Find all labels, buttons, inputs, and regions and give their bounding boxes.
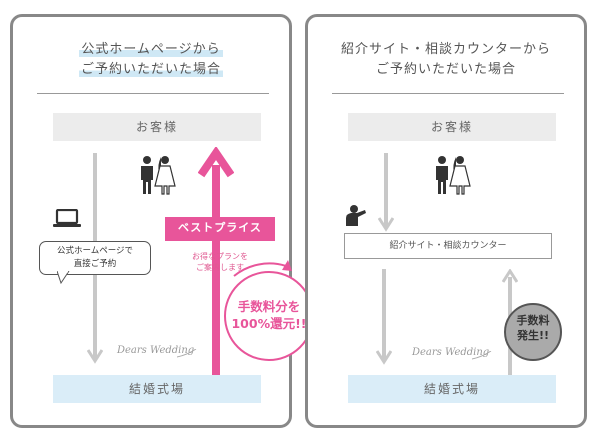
- refund-line1: 手数料分を: [237, 299, 301, 314]
- best-price-up-arrow: [198, 147, 234, 397]
- refund-text: 手数料分を 100%還元!!: [224, 298, 314, 332]
- left-divider: [37, 93, 269, 94]
- refund-line2: 100%還元!!: [231, 316, 307, 331]
- right-divider: [332, 93, 564, 94]
- right-customer-box: お客様: [348, 113, 556, 141]
- right-venue-box: 結婚式場: [348, 375, 556, 403]
- referral-counter-box: 紹介サイト・相談カウンター: [344, 233, 552, 259]
- left-venue-box: 結婚式場: [53, 375, 261, 403]
- direct-booking-panel: 公式ホームページから ご予約いただいた場合 お客様 公式ホームページで 直接ご予…: [10, 14, 292, 428]
- right-title-line1: 紹介サイト・相談カウンターから: [340, 42, 551, 57]
- note-line2: ご案内します: [196, 263, 244, 272]
- dears-wedding-logo: Dears Wedding: [412, 347, 490, 358]
- bubble-line2: 直接ご予約: [73, 259, 117, 269]
- best-price-label: ベストプライス: [165, 217, 275, 241]
- left-title-line2: ご予約いただいた場合: [78, 62, 223, 77]
- fee-line2: 発生!!: [516, 329, 550, 342]
- direct-booking-bubble: 公式ホームページで 直接ご予約: [39, 241, 151, 275]
- left-customer-box: お客様: [53, 113, 261, 141]
- circular-arrow-icon: [233, 262, 287, 277]
- right-down-arrow-lower: [376, 269, 392, 365]
- right-title-line2: ご予約いただいた場合: [375, 62, 516, 77]
- fee-text: 手数料 発生!!: [504, 313, 562, 343]
- note-line1: お得なプランを: [192, 252, 248, 261]
- referral-booking-panel: 紹介サイト・相談カウンターから ご予約いただいた場合 お客様 紹介サイト・相談カ…: [305, 14, 587, 428]
- fee-circle: [504, 303, 562, 361]
- couple-icon: [436, 156, 471, 195]
- right-down-arrow-upper: [378, 153, 394, 232]
- laptop-icon: [53, 209, 81, 227]
- fee-line1: 手数料: [516, 314, 550, 327]
- agent-icon: [346, 205, 366, 226]
- logo-swoosh: [177, 349, 197, 358]
- logo-swoosh: [472, 351, 492, 360]
- best-price-note: お得なプランを ご案内します: [175, 251, 265, 273]
- left-title-line1: 公式ホームページから: [79, 42, 223, 57]
- bubble-tail: [57, 271, 70, 285]
- dears-wedding-logo: Dears Wedding: [117, 345, 195, 356]
- couple-icon: [141, 156, 176, 195]
- bubble-line1: 公式ホームページで: [56, 246, 134, 256]
